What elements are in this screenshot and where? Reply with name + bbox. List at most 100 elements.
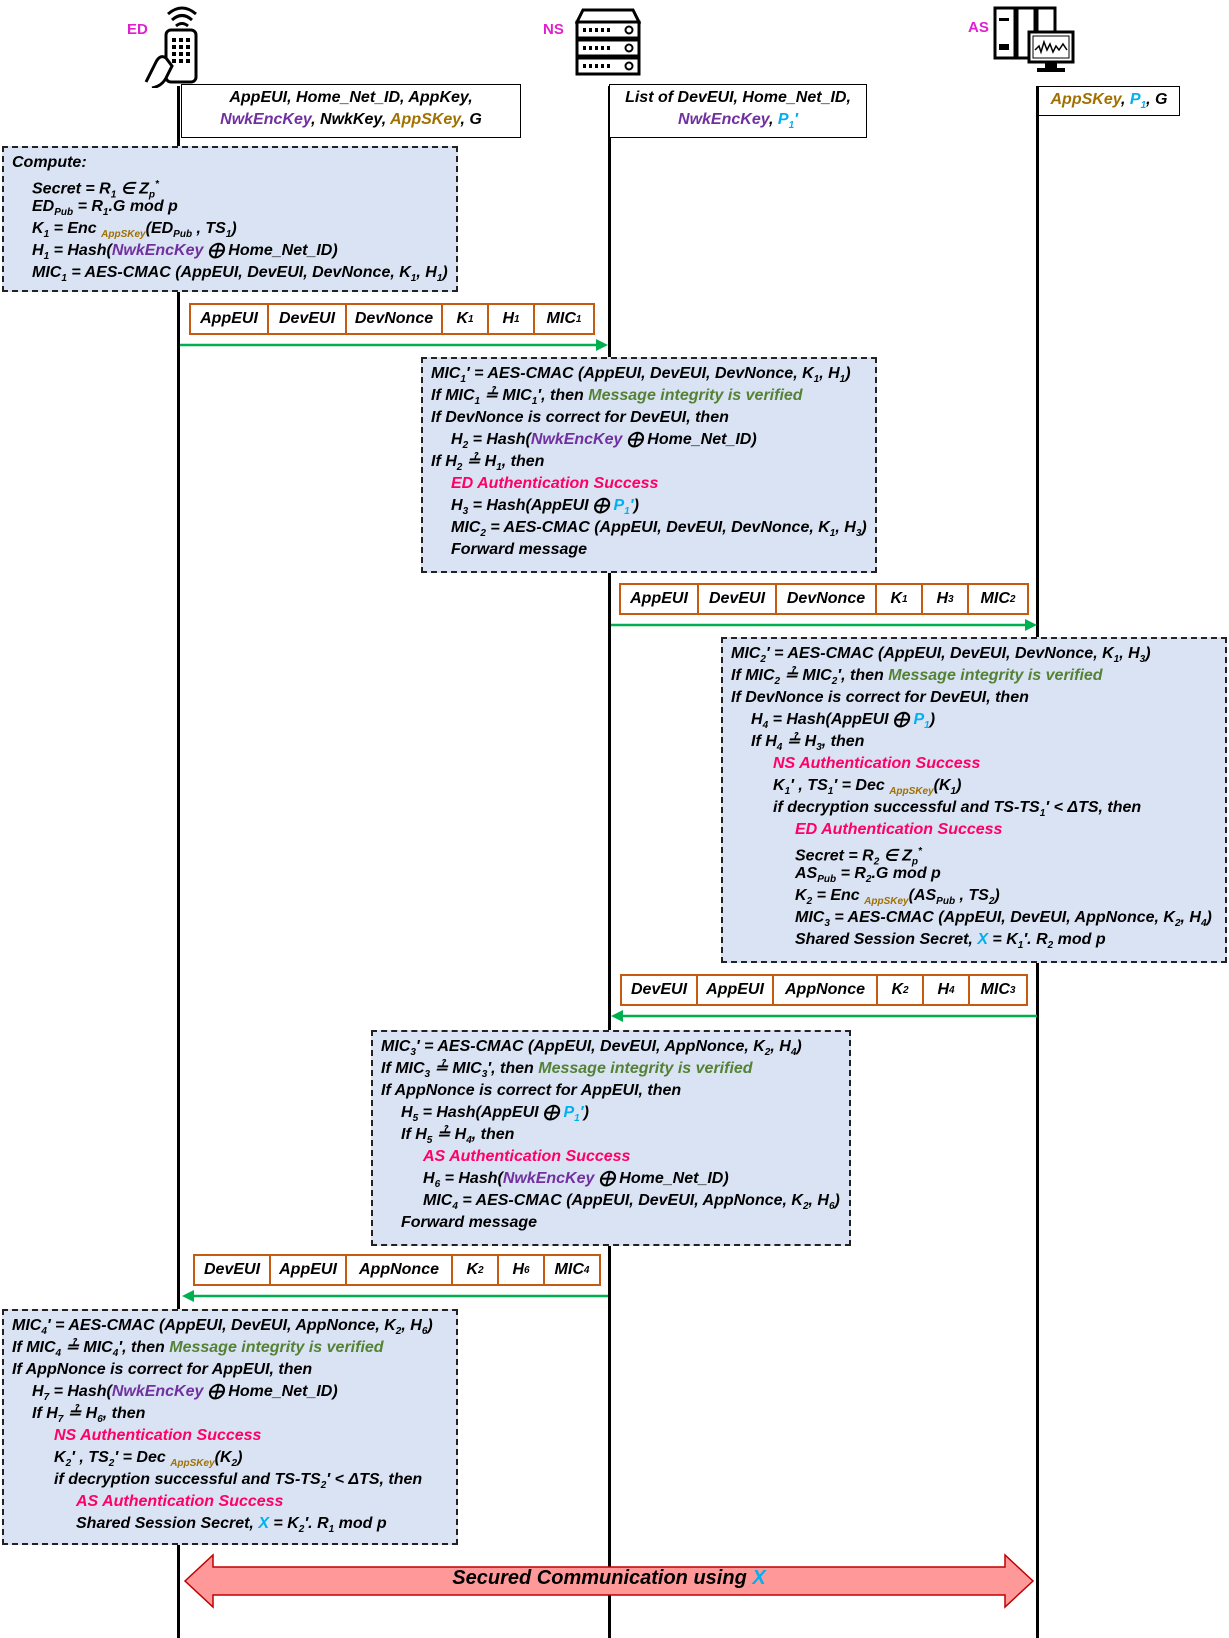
message-field: AppNonce (345, 1254, 451, 1286)
as-verify-box: MIC2′ = AES-CMAC (AppEUI, DevEUI, DevNon… (721, 637, 1227, 963)
ed-step: EDPub = R1.G mod p (32, 198, 178, 219)
forward-label: Forward message (451, 541, 588, 558)
ns-verify-box: MIC1′ = AES-CMAC (AppEUI, DevEUI, DevNon… (421, 357, 877, 573)
ed-step: If AppNonce is correct for AppEUI, then (12, 1361, 313, 1378)
ns-step: MIC1′ = AES-CMAC (AppEUI, DevEUI, DevNon… (431, 365, 851, 386)
ns-step: If H2 ≟ H1, then (431, 453, 545, 474)
ns-step: H3 = Hash(AppEUI ⨁ P1′) (451, 497, 639, 518)
ns-auth-success: NS Authentication Success (773, 755, 981, 772)
as-step: MIC3 = AES-CMAC (AppEUI, DevEUI, AppNonc… (795, 909, 1212, 930)
message-field: DevNonce (775, 583, 875, 615)
as-step: ASPub = R2.G mod p (795, 865, 941, 886)
arrow-ns-to-ed (182, 1290, 608, 1302)
ns-title: NS (543, 21, 564, 38)
message-field: DevEUI (193, 1254, 269, 1286)
ed-step: MIC4′ = AES-CMAC (AppEUI, DevEUI, AppNon… (12, 1317, 433, 1338)
ed-title: ED (127, 21, 148, 38)
arrow-as-to-ns (611, 1010, 1037, 1022)
secured-communication-label: Secured Communication using X (452, 1567, 766, 1589)
ns-auth-success: NS Authentication Success (54, 1427, 262, 1444)
as-initial-keys: AppSKey, P1, G (1038, 86, 1180, 116)
as-auth-success: AS Authentication Success (76, 1493, 284, 1510)
as-step: If H4 ≟ H3, then (751, 733, 865, 754)
as-step: H4 = Hash(AppEUI ⨁ P1) (751, 711, 936, 732)
ns-lifeline (608, 86, 611, 1638)
ed-step: Shared Session Secret, X = K2′. R1 mod p (76, 1515, 387, 1536)
message-field: AppEUI (269, 1254, 345, 1286)
message-field: DevEUI (697, 583, 775, 615)
secured-communication-arrow: Secured Communication using X (183, 1553, 1035, 1609)
ed-step: If H7 ≟ H6, then (32, 1405, 146, 1426)
message-field: DevNonce (345, 303, 441, 335)
ns-verify-box-2: MIC3′ = AES-CMAC (AppEUI, DevEUI, AppNon… (371, 1030, 851, 1246)
ed-step: If MIC4 ≟ MIC4′, then Message integrity … (12, 1339, 384, 1360)
as-step: Shared Session Secret, X = K1′. R2 mod p (795, 931, 1106, 952)
ed-step: K2′ , TS2′ = Dec AppSKey(K2) (54, 1449, 243, 1470)
ns-step: MIC3′ = AES-CMAC (AppEUI, DevEUI, AppNon… (381, 1038, 802, 1059)
message-field: AppEUI (619, 583, 697, 615)
as-title: AS (968, 19, 989, 36)
as-step: K2 = Enc AppSKey(ASPub , TS2) (795, 887, 1000, 908)
message-field: DevEUI (267, 303, 345, 335)
ns-keys-line2: NwkEncKey, P1′ (678, 111, 798, 132)
application-server-icon (993, 6, 1075, 72)
ns-step: MIC4 = AES-CMAC (AppEUI, DevEUI, AppNonc… (423, 1192, 840, 1213)
ns-initial-keys: List of DevEUI, Home_Net_ID, NwkEncKey, … (609, 84, 867, 138)
compute-label: Compute: (12, 154, 87, 171)
ed-keys-line1: AppEUI, Home_Net_ID, AppKey, (229, 89, 473, 106)
as-step: Secret = R2 ∈ Zp* (795, 846, 922, 868)
ns-keys-line1: List of DevEUI, Home_Net_ID, (625, 89, 851, 106)
ed-step: if decryption successful and TS-TS2′ < Δ… (54, 1471, 423, 1492)
double-arrow-shape (183, 1553, 1035, 1609)
ns-step: MIC2 = AES-CMAC (AppEUI, DevEUI, DevNonc… (451, 519, 867, 540)
ed-step: K1 = Enc AppSKey(EDPub , TS1) (32, 220, 237, 241)
ns-step: If DevNonce is correct for DevEUI, then (431, 409, 729, 426)
as-step: K1′ , TS1′ = Dec AppSKey(K1) (773, 777, 962, 798)
ed-verify-box: MIC4′ = AES-CMAC (AppEUI, DevEUI, AppNon… (2, 1309, 458, 1545)
ed-auth-success: ED Authentication Success (795, 821, 1003, 838)
as-step: If DevNonce is correct for DevEUI, then (731, 689, 1029, 706)
ns-step: If H5 ≟ H4, then (401, 1126, 515, 1147)
ed-keys-line2: NwkEncKey, NwkKey, AppSKey, G (220, 111, 482, 128)
ed-step: MIC1 = AES-CMAC (AppEUI, DevEUI, DevNonc… (32, 264, 448, 285)
ed-step: H1 = Hash(NwkEncKey ⨁ Home_Net_ID) (32, 242, 338, 263)
ns-step: If MIC1 ≟ MIC1′, then Message integrity … (431, 387, 803, 408)
ns-step: If MIC3 ≟ MIC3′, then Message integrity … (381, 1060, 753, 1081)
arrow-ed-to-ns (180, 339, 608, 351)
ed-compute-box: Compute: Secret = R1 ∈ Zp* EDPub = R1.G … (2, 146, 458, 292)
ed-auth-success: ED Authentication Success (451, 475, 659, 492)
ed-initial-keys: AppEUI, Home_Net_ID, AppKey, NwkEncKey, … (181, 84, 521, 138)
ed-step: H7 = Hash(NwkEncKey ⨁ Home_Net_ID) (32, 1383, 338, 1404)
arrow-ns-to-as (611, 619, 1037, 631)
as-step: If MIC2 ≟ MIC2′, then Message integrity … (731, 667, 1103, 688)
ns-step: H6 = Hash(NwkEncKey ⨁ Home_Net_ID) (423, 1170, 729, 1191)
server-rack-icon (575, 8, 641, 76)
as-auth-success: AS Authentication Success (423, 1148, 631, 1165)
ns-step: H2 = Hash(NwkEncKey ⨁ Home_Net_ID) (451, 431, 757, 452)
ns-step: H5 = Hash(AppEUI ⨁ P1′) (401, 1104, 589, 1125)
as-step: MIC2′ = AES-CMAC (AppEUI, DevEUI, DevNon… (731, 645, 1151, 666)
ed-step: Secret = R1 ∈ Zp* (32, 179, 159, 201)
message-field: DevEUI (620, 974, 696, 1006)
ed-lifeline (177, 86, 180, 1638)
remote-control-hand-icon (144, 6, 198, 88)
message-field: AppEUI (696, 974, 772, 1006)
message-field: AppNonce (772, 974, 876, 1006)
as-step: if decryption successful and TS-TS1′ < Δ… (773, 799, 1142, 820)
message-field: AppEUI (189, 303, 267, 335)
